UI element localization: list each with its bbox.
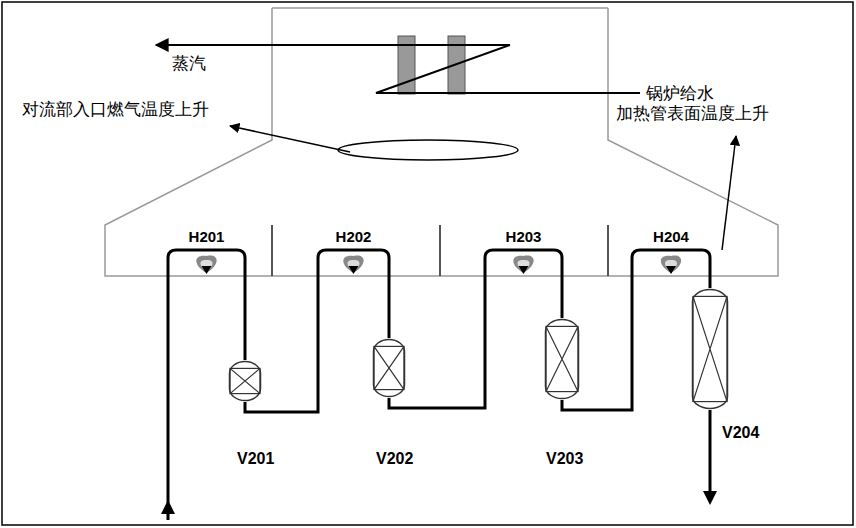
process-pipe <box>561 276 564 318</box>
heater-coil <box>168 250 710 276</box>
convection-coil <box>156 36 640 94</box>
process-pipe <box>244 276 247 360</box>
leader-arrow <box>722 136 736 250</box>
process-pipe <box>388 276 391 338</box>
vessel-label: V203 <box>546 450 583 468</box>
reactor-vessel: V202 <box>372 338 406 398</box>
reactor-vessel: V201 <box>228 360 262 402</box>
annotation: 蒸汽 <box>172 52 206 75</box>
vessel-shape <box>228 360 262 402</box>
heater-label: H203 <box>506 228 542 245</box>
reactor-vessel: V204 <box>691 288 729 410</box>
inlet-arrow <box>161 500 175 514</box>
heater-cell: H203 <box>440 225 608 276</box>
reactor-vessel: V203 <box>544 318 580 400</box>
heater-cell: H202 <box>272 225 440 276</box>
heater-cell: H204 <box>608 225 778 276</box>
vessel-label: V204 <box>722 424 759 442</box>
vessel-label: V201 <box>237 450 274 468</box>
process-pipe <box>709 276 712 288</box>
outlet-arrow <box>703 491 717 505</box>
cell-divider <box>272 225 608 276</box>
annotation: 锅炉给水 <box>646 82 714 105</box>
outlet-pipe <box>709 410 712 492</box>
inlet-pipe <box>167 276 170 520</box>
vessel-shape <box>691 288 729 410</box>
gas-inlet-ellipse <box>338 140 518 160</box>
vessel-shape <box>544 318 580 400</box>
annotation: 对流部入口燃气温度上升 <box>22 98 209 121</box>
furnace-wall <box>105 8 778 276</box>
vessel-label: V202 <box>376 450 413 468</box>
heater-label: H204 <box>653 228 689 245</box>
heater-label: H201 <box>189 228 225 245</box>
annotation: 加热管表面温度上升 <box>616 102 769 125</box>
vessel-shape <box>372 338 406 398</box>
heater-label: H202 <box>336 228 372 245</box>
heater-cell: H201 <box>105 225 272 276</box>
burner-flame <box>196 255 681 274</box>
leader-arrow <box>230 126 350 152</box>
